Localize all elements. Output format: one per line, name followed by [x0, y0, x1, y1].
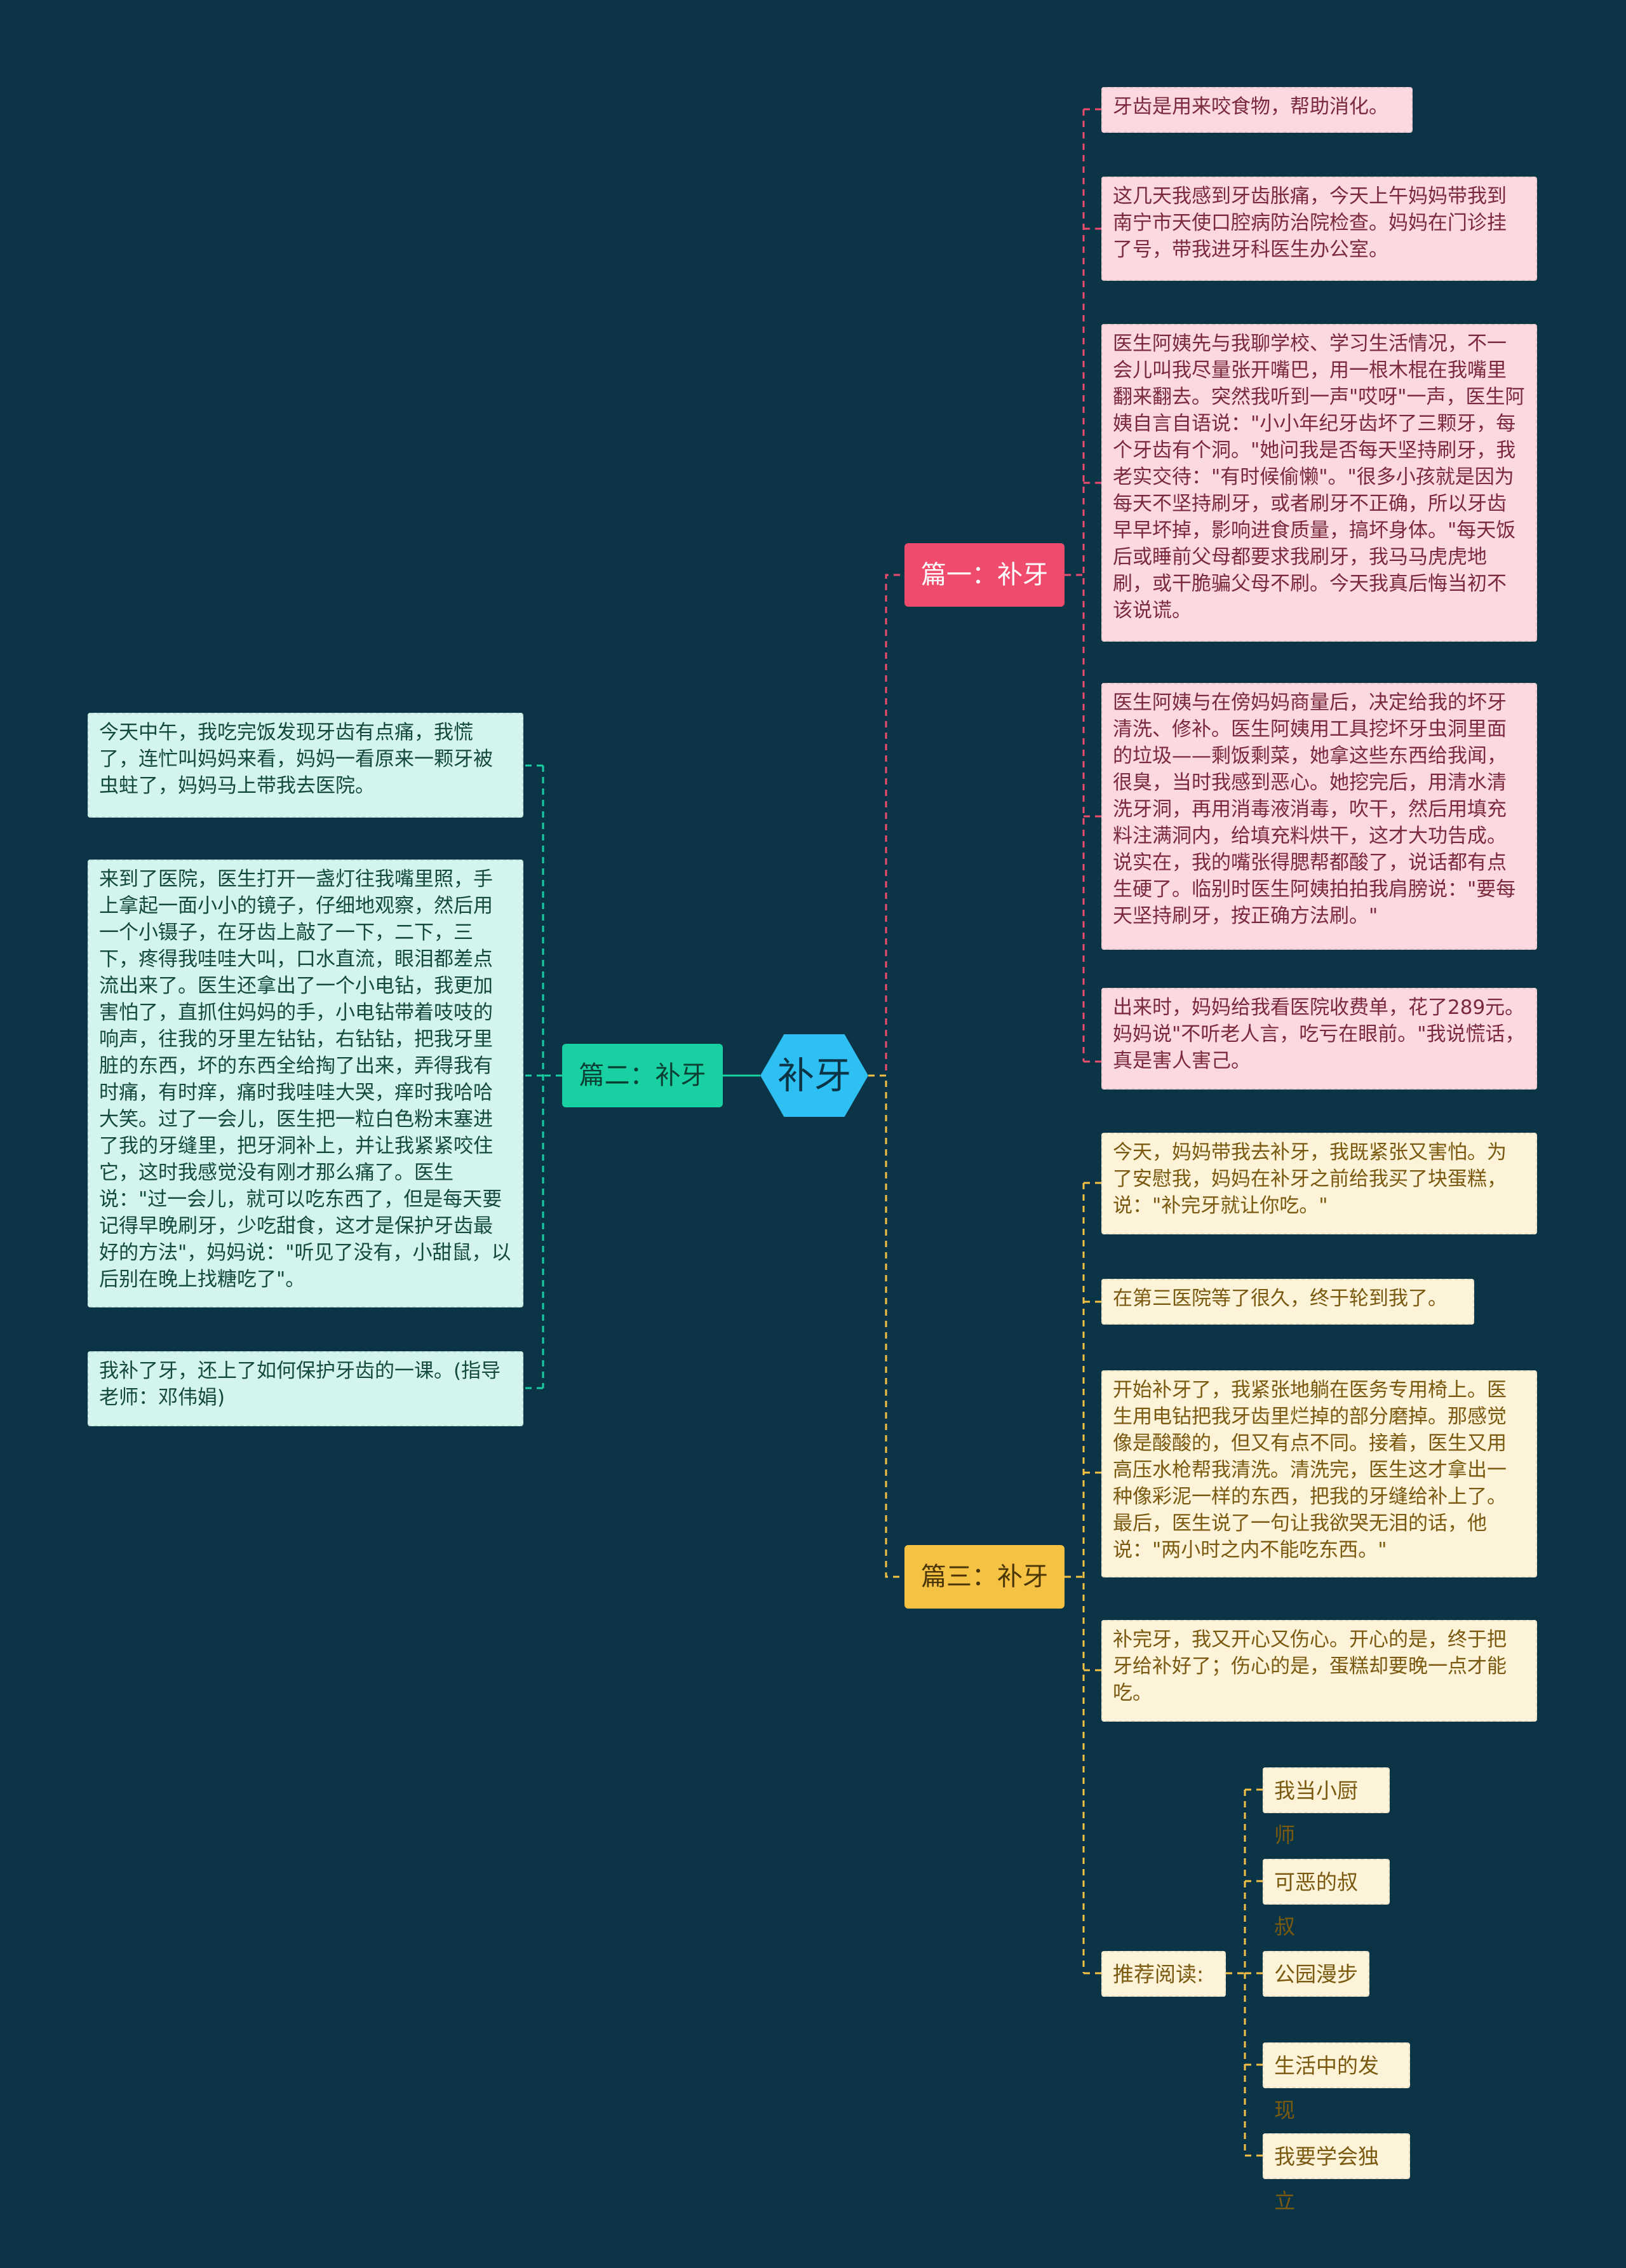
branch3-item-4[interactable]: 补完牙，我又开心又伤心。开心的是，终于把牙给补好了；伤心的是，蛋糕却要晚一点才能…	[1101, 1620, 1537, 1722]
link-recommend-trunk	[1226, 1790, 1246, 2156]
center-topic[interactable]: 补牙	[760, 1034, 868, 1117]
branch1-item-5[interactable]: 出来时，妈妈给我看医院收费单，花了289元。妈妈说"不听老人言，吃亏在眼前。"我…	[1101, 988, 1537, 1090]
branch3-item-3[interactable]: 开始补牙了，我紧张地躺在医务专用椅上。医生用电钻把我牙齿里烂掉的部分磨掉。那感觉…	[1101, 1370, 1537, 1577]
recommend-link-4[interactable]: 生活中的发现	[1263, 2042, 1410, 2123]
branch2-item-2[interactable]: 来到了医院，医生打开一盏灯往我嘴里照，手上拿起一面小小的镜子，仔细地观察，然后用…	[88, 860, 523, 1307]
link-branch1-trunk	[1065, 109, 1085, 1062]
branch1-item-3[interactable]: 医生阿姨先与我聊学校、学习生活情况，不一会儿叫我尽量张开嘴巴，用一根木棍在我嘴里…	[1101, 324, 1537, 642]
recommend-link-5[interactable]: 我要学会独立	[1263, 2133, 1410, 2213]
branch2-item-3[interactable]: 我补了牙，还上了如何保护牙齿的一课。(指导老师：邓伟娟)	[88, 1351, 523, 1426]
recommend-label[interactable]: 推荐阅读:	[1101, 1951, 1226, 1997]
recommend-link-1[interactable]: 我当小厨师	[1263, 1767, 1390, 1847]
branch3-item-1[interactable]: 今天，妈妈带我去补牙，我既紧张又害怕。为了安慰我，妈妈在补牙之前给我买了块蛋糕，…	[1101, 1133, 1537, 1234]
link-branch2-trunk	[542, 766, 562, 1388]
link-center-branch1	[868, 574, 904, 1077]
link-branch3-trunk	[1065, 1183, 1085, 1973]
branch-topic-2[interactable]: 篇二：补牙	[562, 1044, 723, 1107]
branch2-item-1[interactable]: 今天中午，我吃完饭发现牙齿有点痛，我慌了，连忙叫妈妈来看，妈妈一看原来一颗牙被虫…	[88, 713, 523, 818]
branch-topic-3[interactable]: 篇三：补牙	[904, 1545, 1065, 1609]
branch1-item-1[interactable]: 牙齿是用来咬食物，帮助消化。	[1101, 87, 1413, 133]
branch-topic-1[interactable]: 篇一：补牙	[904, 543, 1065, 607]
link-center-branch3	[868, 1074, 904, 1578]
recommend-link-3[interactable]: 公园漫步	[1263, 1951, 1369, 1997]
branch3-item-2[interactable]: 在第三医院等了很久，终于轮到我了。	[1101, 1279, 1474, 1325]
branch1-item-2[interactable]: 这几天我感到牙齿胀痛，今天上午妈妈带我到南宁市天使口腔病防治院检查。妈妈在门诊挂…	[1101, 177, 1537, 281]
recommend-link-2[interactable]: 可恶的叔叔	[1263, 1859, 1390, 1939]
branch1-item-4[interactable]: 医生阿姨与在傍妈妈商量后，决定给我的坏牙清洗、修补。医生阿姨用工具挖坏牙虫洞里面…	[1101, 683, 1537, 950]
